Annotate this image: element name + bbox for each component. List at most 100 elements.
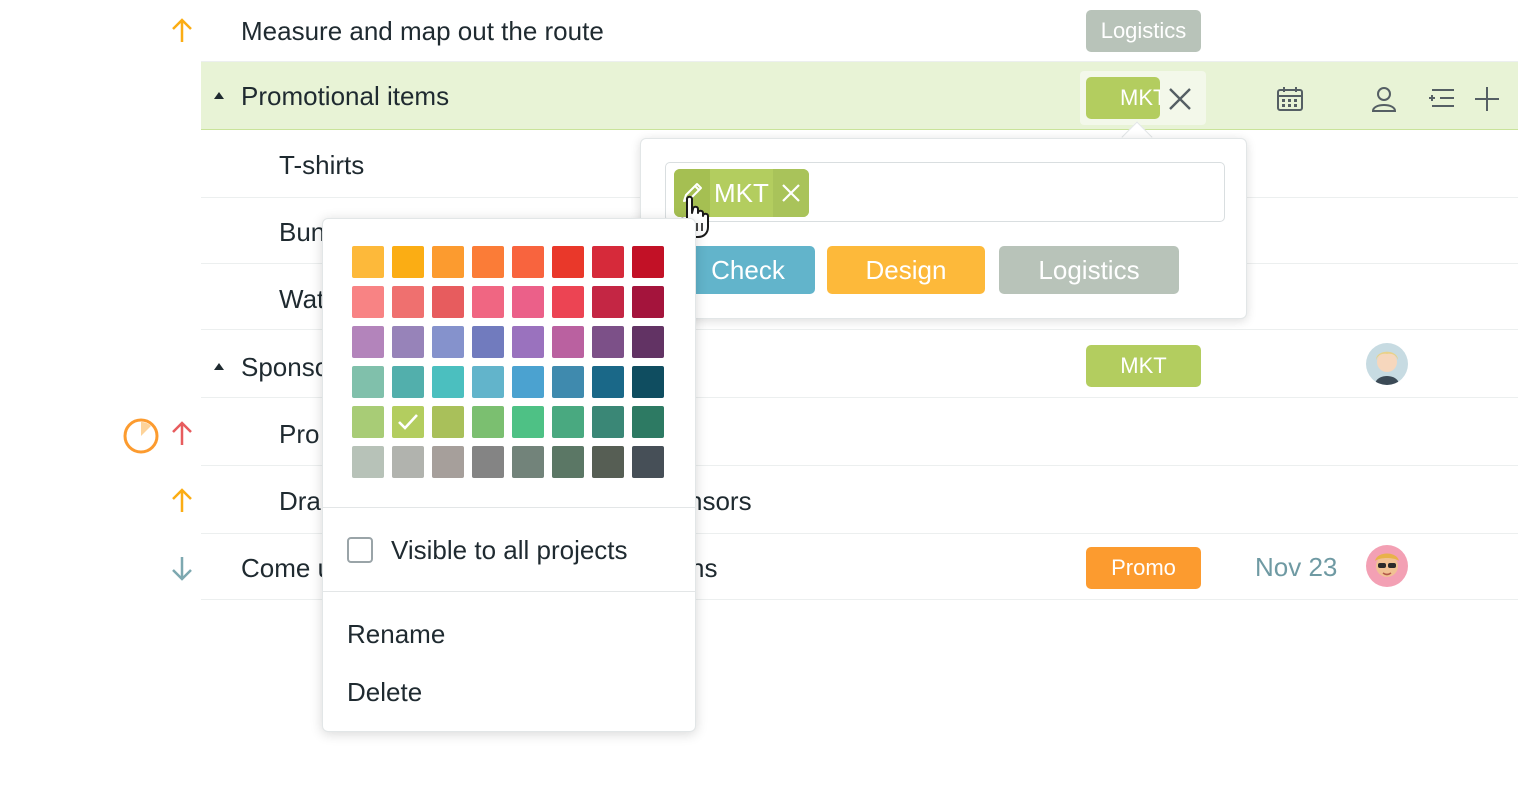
color-swatch[interactable]: [472, 366, 504, 398]
task-title[interactable]: Dra: [279, 486, 321, 516]
color-swatch[interactable]: [552, 326, 584, 358]
color-swatch[interactable]: [632, 446, 664, 478]
close-icon[interactable]: [1167, 86, 1193, 112]
tag-popover: MKT Check Design Logistics: [640, 138, 1247, 319]
plus-icon[interactable]: [1472, 84, 1502, 114]
menu-divider: [323, 591, 695, 592]
color-swatch[interactable]: [392, 446, 424, 478]
user-icon[interactable]: [1369, 84, 1399, 114]
color-swatch[interactable]: [632, 406, 664, 438]
arrow-up-icon[interactable]: [170, 16, 194, 46]
color-swatch[interactable]: [392, 406, 424, 438]
menu-divider: [323, 507, 695, 508]
color-swatch[interactable]: [592, 366, 624, 398]
tag-option-logistics[interactable]: Logistics: [999, 246, 1179, 294]
visible-all-projects-checkbox[interactable]: [347, 537, 373, 563]
tag-option-check[interactable]: Check: [681, 246, 815, 294]
color-swatch[interactable]: [512, 246, 544, 278]
task-row[interactable]: [201, 264, 1518, 330]
visible-all-projects-label[interactable]: Visible to all projects: [391, 535, 628, 565]
color-swatch[interactable]: [472, 246, 504, 278]
color-swatch[interactable]: [352, 286, 384, 318]
task-row[interactable]: [201, 398, 1518, 466]
color-swatch[interactable]: [592, 246, 624, 278]
tag-chip[interactable]: MKT: [674, 169, 809, 217]
collapse-triangle-icon[interactable]: [214, 363, 224, 370]
task-title[interactable]: Wat: [279, 284, 325, 314]
calendar-icon[interactable]: [1275, 84, 1305, 114]
collapse-triangle-icon[interactable]: [214, 92, 224, 99]
task-title-tail[interactable]: nsors: [688, 486, 752, 516]
tag-badge[interactable]: Logistics: [1086, 10, 1201, 52]
color-swatch[interactable]: [552, 366, 584, 398]
color-swatch[interactable]: [472, 286, 504, 318]
color-swatch[interactable]: [632, 326, 664, 358]
color-swatch[interactable]: [592, 446, 624, 478]
tag-input[interactable]: MKT: [665, 162, 1225, 222]
color-swatch[interactable]: [632, 286, 664, 318]
color-swatch[interactable]: [512, 366, 544, 398]
color-swatch[interactable]: [472, 406, 504, 438]
task-title[interactable]: Sponso: [241, 352, 330, 382]
color-swatch[interactable]: [352, 406, 384, 438]
arrow-up-icon[interactable]: [170, 486, 194, 516]
color-swatch[interactable]: [352, 366, 384, 398]
color-swatch[interactable]: [512, 326, 544, 358]
checkmark-icon: [398, 414, 418, 430]
color-swatch[interactable]: [512, 406, 544, 438]
color-swatch[interactable]: [392, 286, 424, 318]
color-swatch[interactable]: [352, 326, 384, 358]
tag-badge[interactable]: Promo: [1086, 547, 1201, 589]
avatar[interactable]: [1366, 545, 1408, 587]
tag-badge-active[interactable]: MKT: [1086, 77, 1160, 119]
tag-badge[interactable]: MKT: [1086, 345, 1201, 387]
color-swatch[interactable]: [432, 366, 464, 398]
arrow-down-icon[interactable]: [170, 553, 194, 583]
color-swatch[interactable]: [352, 446, 384, 478]
color-swatch[interactable]: [432, 286, 464, 318]
color-swatch[interactable]: [432, 326, 464, 358]
color-swatch[interactable]: [392, 366, 424, 398]
task-title[interactable]: Come u: [241, 553, 333, 583]
color-swatch[interactable]: [392, 326, 424, 358]
color-swatch[interactable]: [392, 246, 424, 278]
color-swatch[interactable]: [632, 246, 664, 278]
task-title[interactable]: Bun: [279, 217, 326, 247]
color-swatch[interactable]: [352, 246, 384, 278]
task-title[interactable]: Measure and map out the route: [241, 16, 604, 46]
task-title[interactable]: Promotional items: [241, 81, 450, 111]
color-swatch[interactable]: [432, 406, 464, 438]
color-swatch[interactable]: [592, 406, 624, 438]
delete-menu-item[interactable]: Delete: [347, 677, 423, 707]
progress-ring-icon[interactable]: [122, 417, 160, 455]
color-swatch[interactable]: [512, 286, 544, 318]
avatar[interactable]: [1366, 343, 1408, 385]
rename-menu-item[interactable]: Rename: [347, 619, 446, 649]
color-swatch[interactable]: [632, 366, 664, 398]
task-row[interactable]: [201, 466, 1518, 534]
color-swatch[interactable]: [552, 446, 584, 478]
task-row[interactable]: [201, 534, 1518, 600]
color-swatch[interactable]: [552, 406, 584, 438]
task-row[interactable]: [201, 0, 1518, 62]
tag-option-design[interactable]: Design: [827, 246, 985, 294]
close-icon: [782, 184, 800, 202]
arrow-up-icon[interactable]: [170, 419, 194, 449]
add-subtask-icon[interactable]: [1428, 84, 1458, 114]
color-swatch[interactable]: [432, 446, 464, 478]
color-swatch[interactable]: [552, 286, 584, 318]
remove-tag-button[interactable]: [772, 169, 809, 217]
color-swatch[interactable]: [592, 326, 624, 358]
task-title[interactable]: T-shirts: [279, 150, 365, 180]
color-swatch[interactable]: [432, 246, 464, 278]
tag-color-menu: Visible to all projects Rename Delete: [322, 218, 696, 732]
task-row[interactable]: [201, 330, 1518, 398]
due-date[interactable]: Nov 23: [1255, 552, 1338, 582]
task-title[interactable]: Pro: [279, 419, 320, 449]
tag-chip-label: MKT: [714, 177, 769, 208]
color-swatch[interactable]: [472, 326, 504, 358]
color-swatch[interactable]: [472, 446, 504, 478]
color-swatch[interactable]: [552, 246, 584, 278]
color-swatch[interactable]: [592, 286, 624, 318]
color-swatch[interactable]: [512, 446, 544, 478]
